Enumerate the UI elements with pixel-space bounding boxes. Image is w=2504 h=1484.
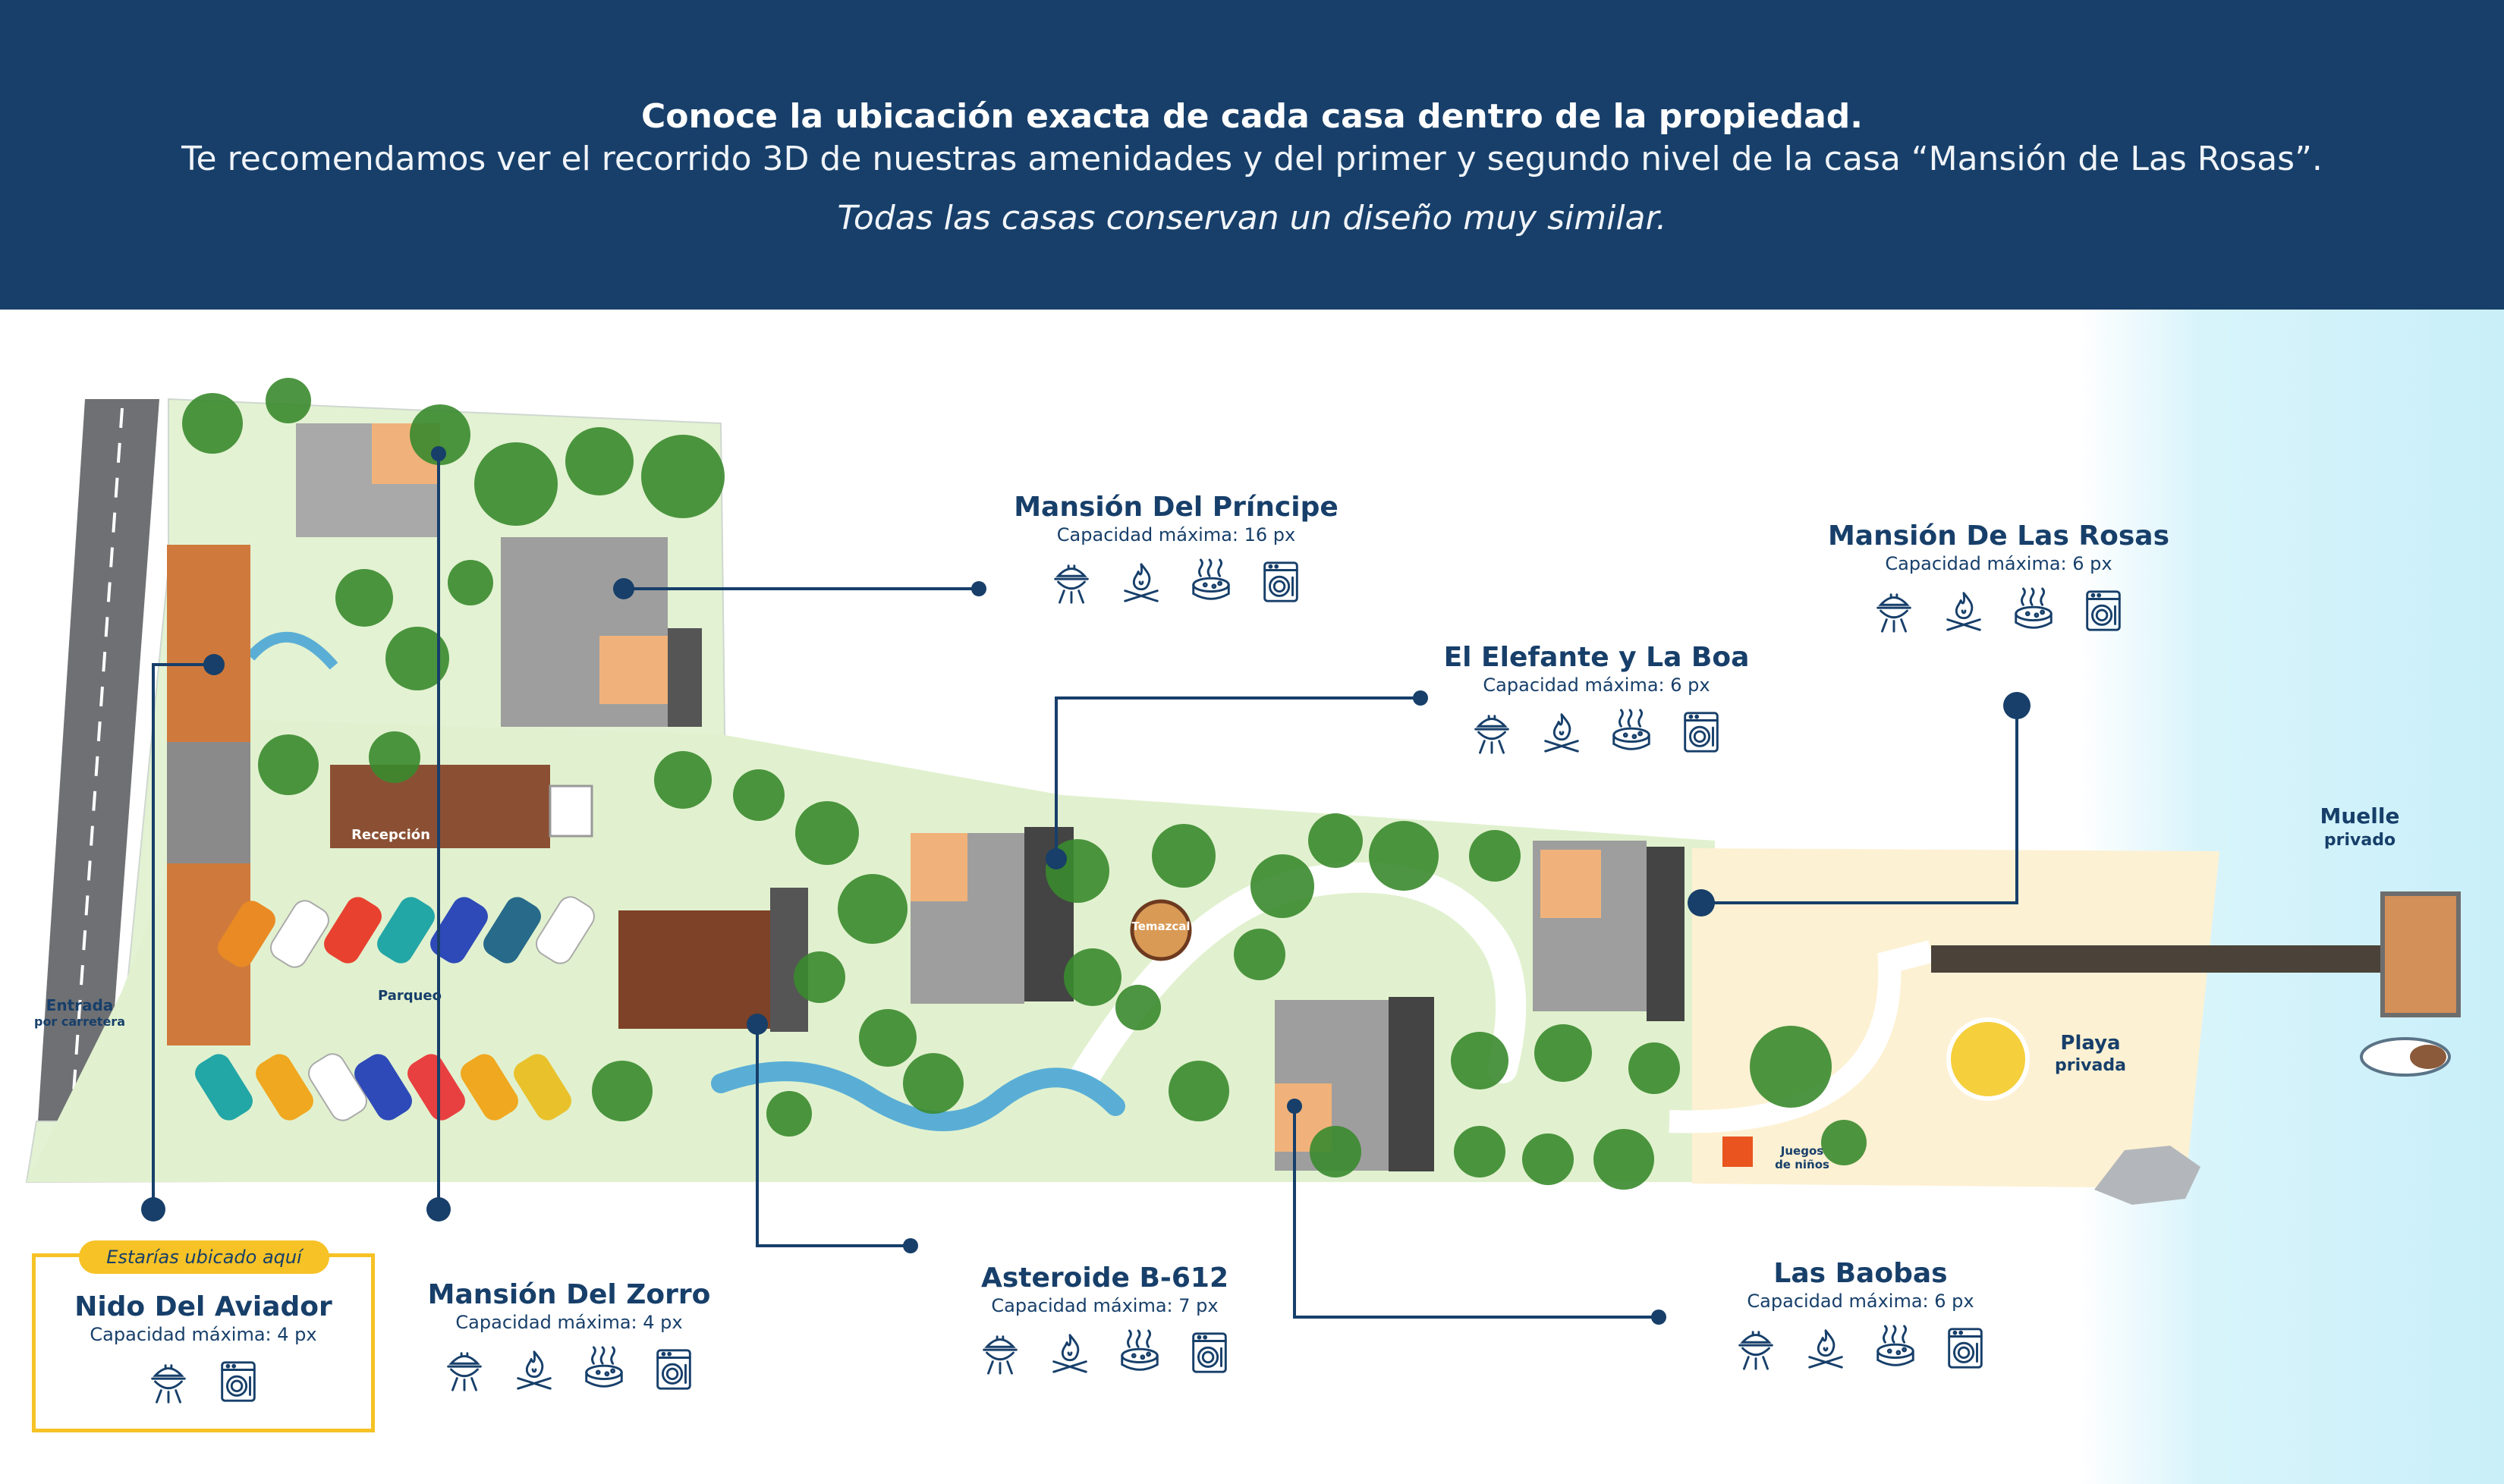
beach-area <box>1692 848 2219 1188</box>
house-name: Mansión Del Zorro <box>427 1279 711 1310</box>
muelle-sub-text: privado <box>2323 831 2396 850</box>
grill-icon <box>441 1346 488 1393</box>
amenity-icons <box>1648 1325 2073 1372</box>
dishwasher-icon <box>215 1358 262 1405</box>
house-elefante[interactable]: El Elefante y La Boa Capacidad máxima: 6… <box>1384 642 1809 756</box>
muelle-label: Muelle privado <box>2299 804 2421 853</box>
entrada-label: Entrada por carretera <box>30 997 129 1030</box>
grill-icon <box>1048 558 1095 605</box>
parasol <box>1946 1017 2030 1101</box>
house-capacity: Capacidad máxima: 6 px <box>1885 553 2112 574</box>
dishwasher-icon <box>1942 1325 1989 1372</box>
walkway <box>1070 862 1527 1091</box>
connector-lines <box>152 454 2018 1319</box>
house-name: Nido Del Aviador <box>74 1291 332 1322</box>
juegos-sub-text: de niños <box>1775 1158 1829 1171</box>
amenity-icons <box>964 558 1389 605</box>
house-capacity: Capacidad máxima: 4 px <box>90 1324 317 1345</box>
page-subtitle: Te recomendamos ver el recorrido 3D de n… <box>181 140 2323 178</box>
juegos-text: Juegos <box>1780 1144 1824 1158</box>
dishwasher-icon <box>1678 709 1725 756</box>
amenity-icons <box>357 1346 782 1393</box>
trees <box>182 378 1867 1190</box>
house-capacity: Capacidad máxima: 16 px <box>1056 524 1296 545</box>
parked-cars <box>195 896 595 1121</box>
playground <box>1722 1137 1753 1167</box>
house-name: Mansión Del Príncipe <box>1014 492 1339 523</box>
parqueo-label: Parqueo <box>377 988 442 1004</box>
recepcion-label: Recepción <box>351 827 430 843</box>
jacuzzi-icon <box>1188 558 1235 605</box>
campfire-icon <box>1046 1329 1093 1376</box>
entrada-sub-text: por carretera <box>33 1014 125 1029</box>
campfire-icon <box>1940 587 1987 634</box>
jacuzzi-icon <box>1872 1325 1919 1372</box>
playa-text: Playa <box>2060 1032 2121 1055</box>
dock-platform <box>2380 891 2461 1017</box>
you-are-here-badge: Estarías ubicado aquí <box>79 1240 329 1274</box>
dishwasher-icon <box>1186 1329 1233 1376</box>
walkway-beach <box>1669 940 1934 1133</box>
boat <box>2360 1037 2451 1077</box>
property-map <box>25 378 2461 1325</box>
connector-dots <box>141 446 2031 1325</box>
dock <box>1931 945 2386 973</box>
grill-icon <box>145 1358 192 1405</box>
grill-icon <box>1870 587 1917 634</box>
dishwasher-icon <box>650 1346 697 1393</box>
temazcal-label: Temazcal <box>1131 920 1191 933</box>
house-capacity: Capacidad máxima: 4 px <box>455 1312 683 1333</box>
page-note: Todas las casas conservan un diseño muy … <box>837 199 1667 237</box>
road <box>30 399 167 1121</box>
entrada-text: Entrada <box>46 996 114 1014</box>
grill-icon <box>1732 1325 1779 1372</box>
muelle-text: Muelle <box>2320 803 2400 828</box>
house-principe[interactable]: Mansión Del Príncipe Capacidad máxima: 1… <box>964 492 1389 605</box>
jacuzzi-icon <box>1116 1329 1163 1376</box>
house-capacity: Capacidad máxima: 7 px <box>991 1295 1219 1316</box>
amenity-icons <box>1786 587 2211 634</box>
jacuzzi-icon <box>2010 587 2057 634</box>
jacuzzi-icon <box>1608 709 1655 756</box>
dishwasher-icon <box>1257 558 1304 605</box>
dishwasher-icon <box>2080 587 2127 634</box>
campfire-icon <box>1538 709 1585 756</box>
house-rosas[interactable]: Mansión De Las Rosas Capacidad máxima: 6… <box>1786 520 2211 634</box>
amenity-icons <box>892 1329 1317 1376</box>
river <box>711 1061 1125 1131</box>
house-capacity: Capacidad máxima: 6 px <box>1483 674 1710 696</box>
rocks <box>2094 1146 2200 1205</box>
campfire-icon <box>1118 558 1165 605</box>
temazcal <box>1130 899 1192 961</box>
header-banner: Conoce la ubicación exacta de cada casa … <box>0 0 2504 310</box>
house-asteroide[interactable]: Asteroide B-612 Capacidad máxima: 7 px <box>892 1262 1317 1376</box>
amenity-icons <box>1384 709 1809 756</box>
playa-label: Playa privada <box>2041 1032 2140 1077</box>
campfire-icon <box>511 1346 558 1393</box>
playa-sub-text: privada <box>2055 1056 2126 1075</box>
jacuzzi-icon <box>580 1346 628 1393</box>
house-name: Asteroide B-612 <box>981 1262 1228 1294</box>
grill-icon <box>1468 709 1515 756</box>
grill-icon <box>977 1329 1024 1376</box>
house-name: Mansión De Las Rosas <box>1827 520 2170 552</box>
house-name: Las Baobas <box>1773 1258 1948 1289</box>
amenity-icons <box>0 1358 416 1405</box>
house-baobas[interactable]: Las Baobas Capacidad máxima: 6 px <box>1648 1258 2073 1372</box>
page-title: Conoce la ubicación exacta de cada casa … <box>641 97 1863 136</box>
house-capacity: Capacidad máxima: 6 px <box>1747 1291 1974 1312</box>
house-name: El Elefante y La Boa <box>1443 642 1750 673</box>
house-zorro[interactable]: Mansión Del Zorro Capacidad máxima: 4 px <box>357 1279 782 1393</box>
campfire-icon <box>1802 1325 1849 1372</box>
house-aviador[interactable]: Nido Del Aviador Capacidad máxima: 4 px <box>0 1291 416 1405</box>
juegos-label: Juegos de niños <box>1760 1144 1844 1171</box>
